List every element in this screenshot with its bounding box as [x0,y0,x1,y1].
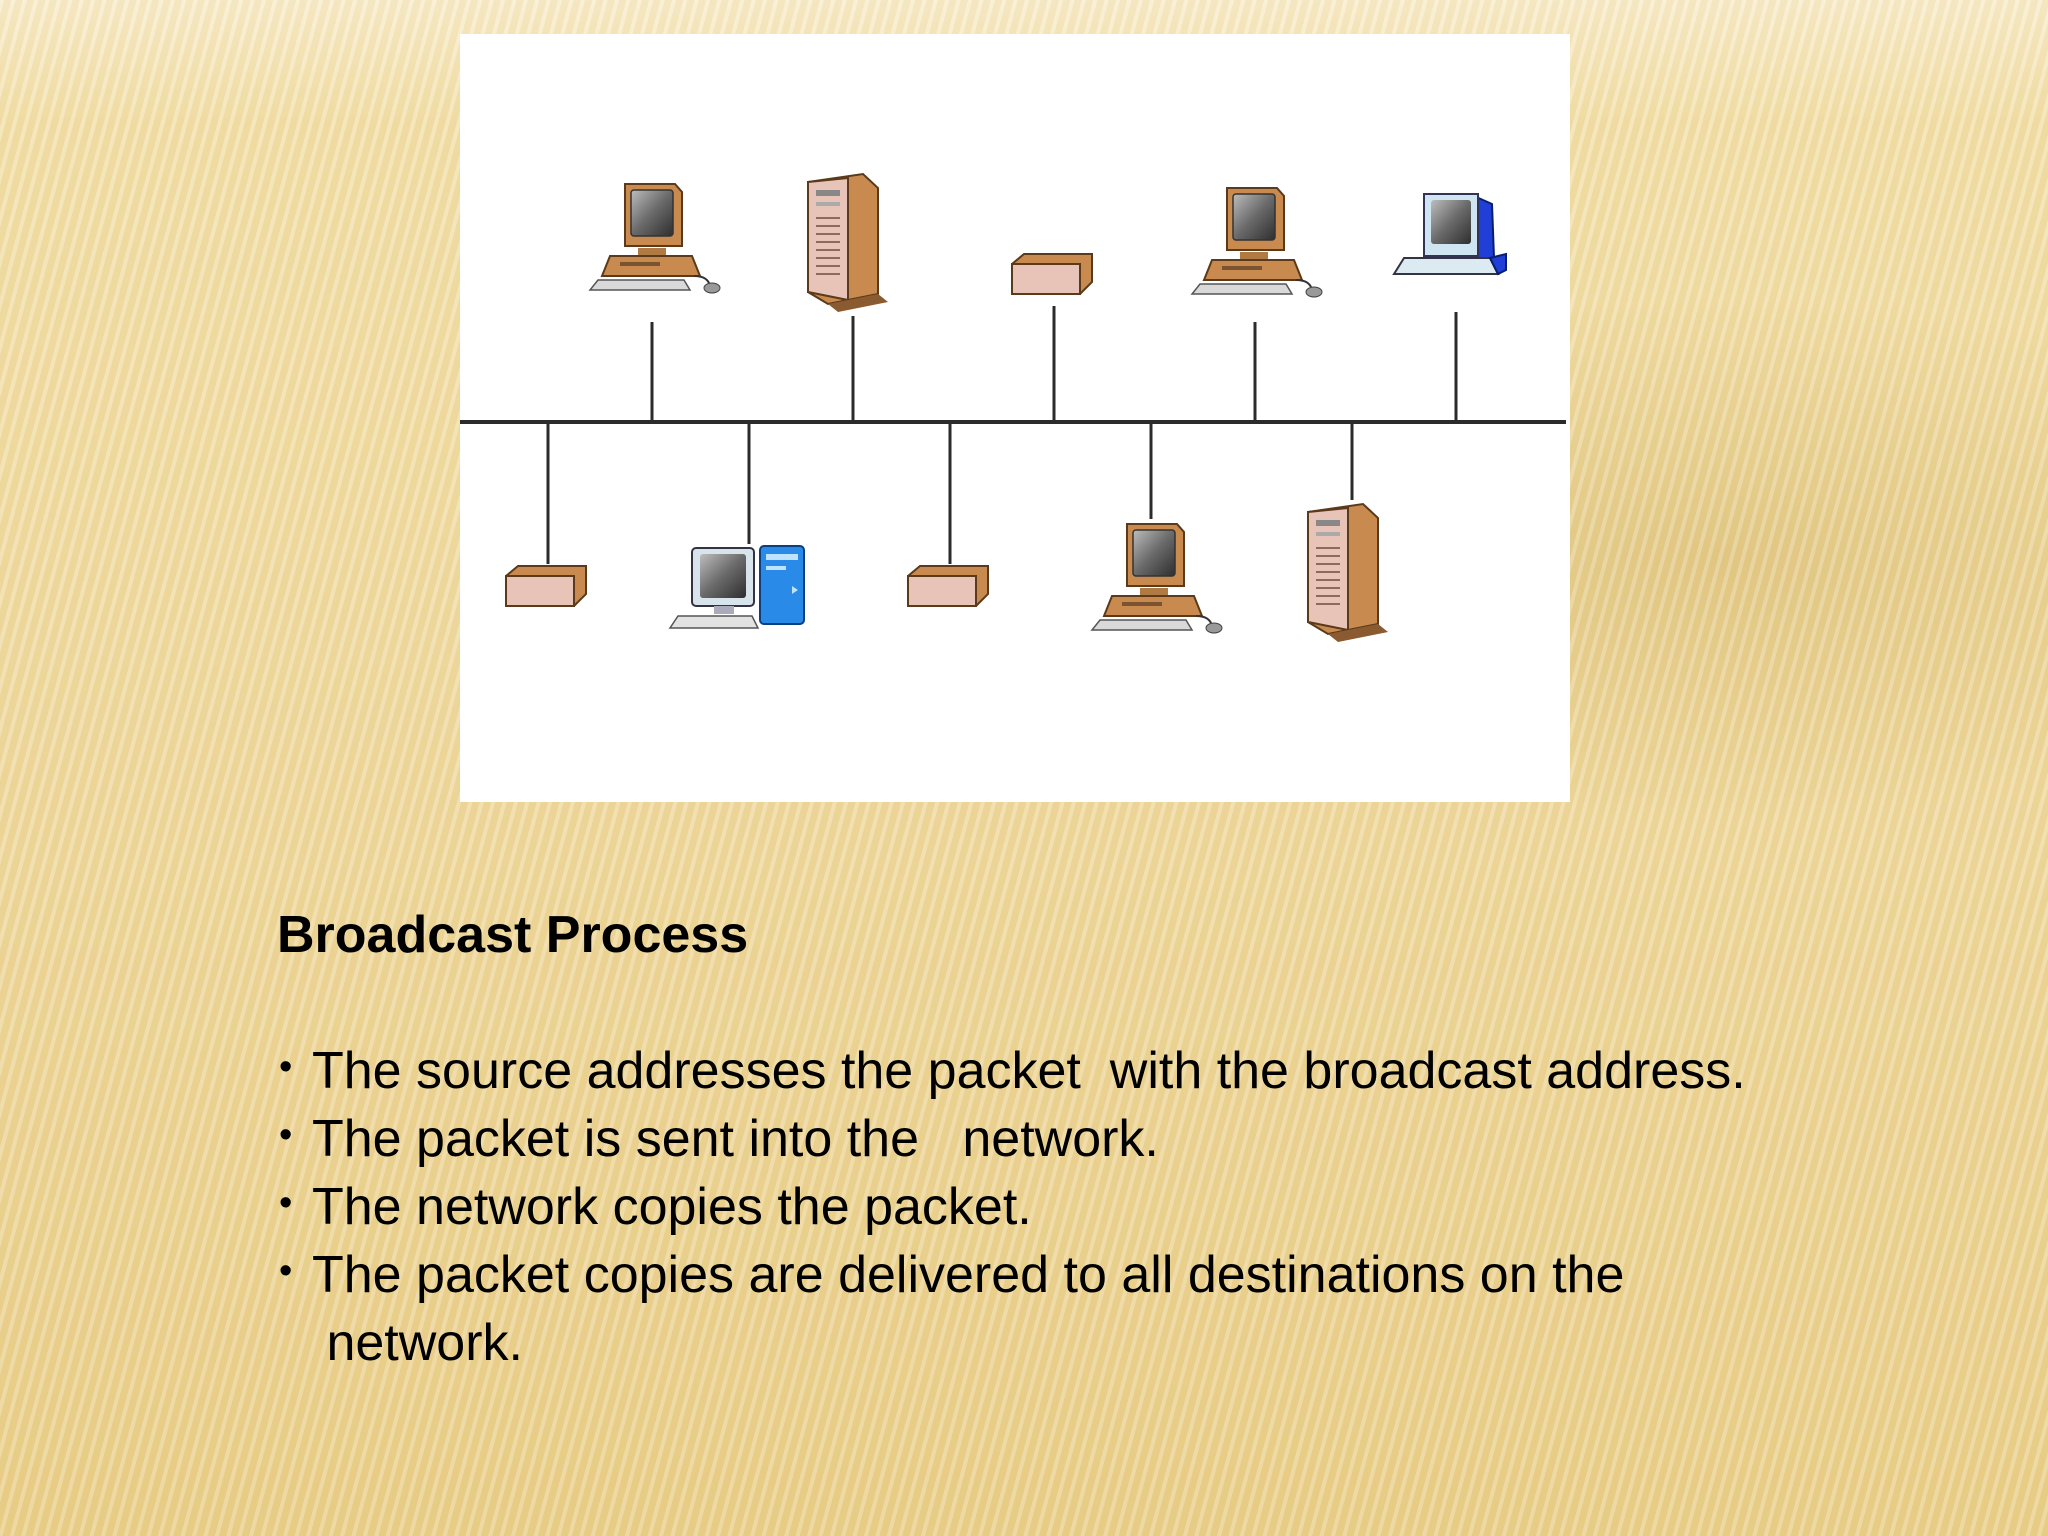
bullet-dot-icon: • [279,1114,293,1156]
desktop-computer-icon [1091,523,1223,634]
network-diagram [460,34,1570,802]
bottom-drop-cables [546,422,1354,564]
laptop-computer-icon [1393,193,1507,275]
bullet-dot-icon: • [279,1182,293,1224]
bullet-item: •The packet is sent into the network. [277,1105,1977,1173]
bullet-item: •The network copies the packet. [277,1173,1977,1241]
network-box-icon [907,565,989,607]
bullet-dot-icon: • [279,1250,293,1292]
slide-heading: Broadcast Process [277,906,749,964]
tower-server-icon [1307,503,1389,643]
bullet-list: •The source addresses the packet with th… [277,1037,1977,1377]
top-drop-cables [650,306,1458,422]
bullet-dot-icon: • [279,1046,293,1088]
bullet-item: •The source addresses the packet with th… [277,1037,1977,1105]
bullet-item: •The packet copies are delivered to all … [277,1241,1977,1377]
network-box-icon [1011,253,1093,295]
network-box-icon [505,565,587,607]
blue-workstation-icon [669,545,805,629]
tower-server-icon [807,173,889,313]
desktop-computer-icon [589,183,721,294]
desktop-computer-icon [1191,187,1323,298]
bus-topology-svg [460,173,1566,643]
text-content: Broadcast Process •The source addresses … [277,905,1977,1377]
